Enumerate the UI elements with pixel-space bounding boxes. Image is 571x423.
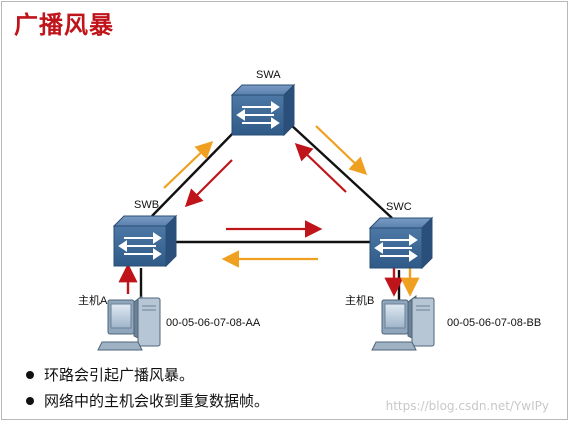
arrow-swa-to-swb: [184, 159, 233, 208]
links: [139, 123, 401, 300]
switch-arrows-icon: [374, 234, 418, 262]
bullet-text: 环路会引起广播风暴。: [44, 366, 195, 384]
switch-arrows-icon: [118, 232, 162, 260]
bullet-list: 环路会引起广播风暴。 网络中的主机会收到重复数据帧。: [26, 362, 269, 414]
host-b-mac: 00-05-06-07-08-BB: [447, 317, 541, 329]
host-b-label: 主机B: [345, 293, 374, 307]
link-swa-swb: [151, 127, 239, 217]
swa-label: SWA: [256, 69, 281, 81]
host-a-mac: 00-05-06-07-08-AA: [166, 317, 261, 329]
bullet-item: 网络中的主机会收到重复数据帧。: [26, 388, 269, 414]
watermark: https://blog.csdn.net/YwIPy: [385, 399, 549, 413]
labels: SWA SWB SWC 主机A 00-05-06-07-08-AA 主机B 00…: [78, 69, 541, 329]
broadcast-arrows: [118, 125, 420, 297]
swb-label: SWB: [134, 199, 159, 211]
bullet-dot-icon: [26, 371, 34, 379]
switch-swc[interactable]: [368, 216, 434, 270]
bullet-text: 网络中的主机会收到重复数据帧。: [44, 392, 270, 410]
slide-title: 广播风暴: [14, 11, 114, 39]
swc-label: SWC: [386, 201, 412, 213]
host-a-computer-icon[interactable]: [97, 295, 161, 351]
bullet-item: 环路会引起广播风暴。: [26, 362, 269, 388]
arrow-swa-to-swc: [315, 125, 368, 176]
bullet-dot-icon: [26, 397, 34, 405]
arrow-swc-to-swa: [294, 142, 347, 193]
link-swa-swc: [289, 123, 393, 219]
host-a-label: 主机A: [78, 293, 108, 307]
arrow-swb-to-swa: [163, 140, 214, 189]
host-b-computer-icon[interactable]: [371, 295, 435, 351]
switch-swb[interactable]: [112, 214, 178, 268]
switch-swa[interactable]: [230, 83, 296, 137]
switch-arrows-icon: [236, 101, 280, 129]
